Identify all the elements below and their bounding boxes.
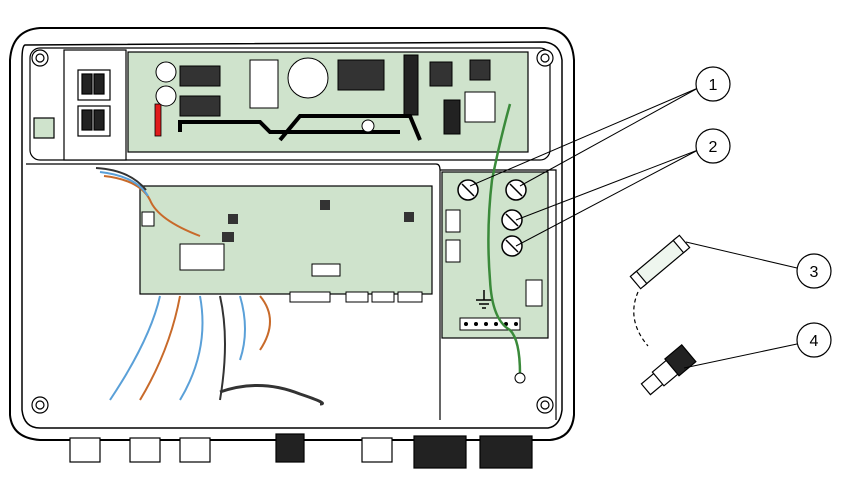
callout-3-label: 3 — [810, 264, 819, 281]
callout-1: 1 — [695, 66, 731, 102]
fuse-holder-cap-with-fuse — [640, 343, 697, 396]
power-supply-board — [127, 51, 529, 153]
bottom-conduits — [69, 433, 533, 469]
corner-screws — [31, 49, 554, 414]
callout-3: 3 — [796, 253, 832, 289]
lower-compartment-walls — [26, 163, 557, 420]
cable-bundles — [95, 167, 324, 406]
assembly-dashed-line — [633, 291, 649, 347]
upper-compartment — [29, 47, 551, 161]
callout-4: 4 — [796, 322, 832, 358]
glass-fuse — [629, 234, 691, 290]
left-switch-module — [33, 49, 127, 161]
ground-lug — [514, 372, 526, 384]
ground-wire — [487, 103, 522, 375]
callout-1-label: 1 — [709, 77, 718, 94]
callout-2: 2 — [695, 128, 731, 164]
main-circuit-board — [139, 185, 433, 303]
fuse-terminal-board — [441, 171, 549, 339]
callout-4-label: 4 — [810, 333, 819, 350]
leader-lines — [469, 87, 798, 369]
callout-2-label: 2 — [709, 139, 718, 156]
red-component — [154, 103, 162, 137]
